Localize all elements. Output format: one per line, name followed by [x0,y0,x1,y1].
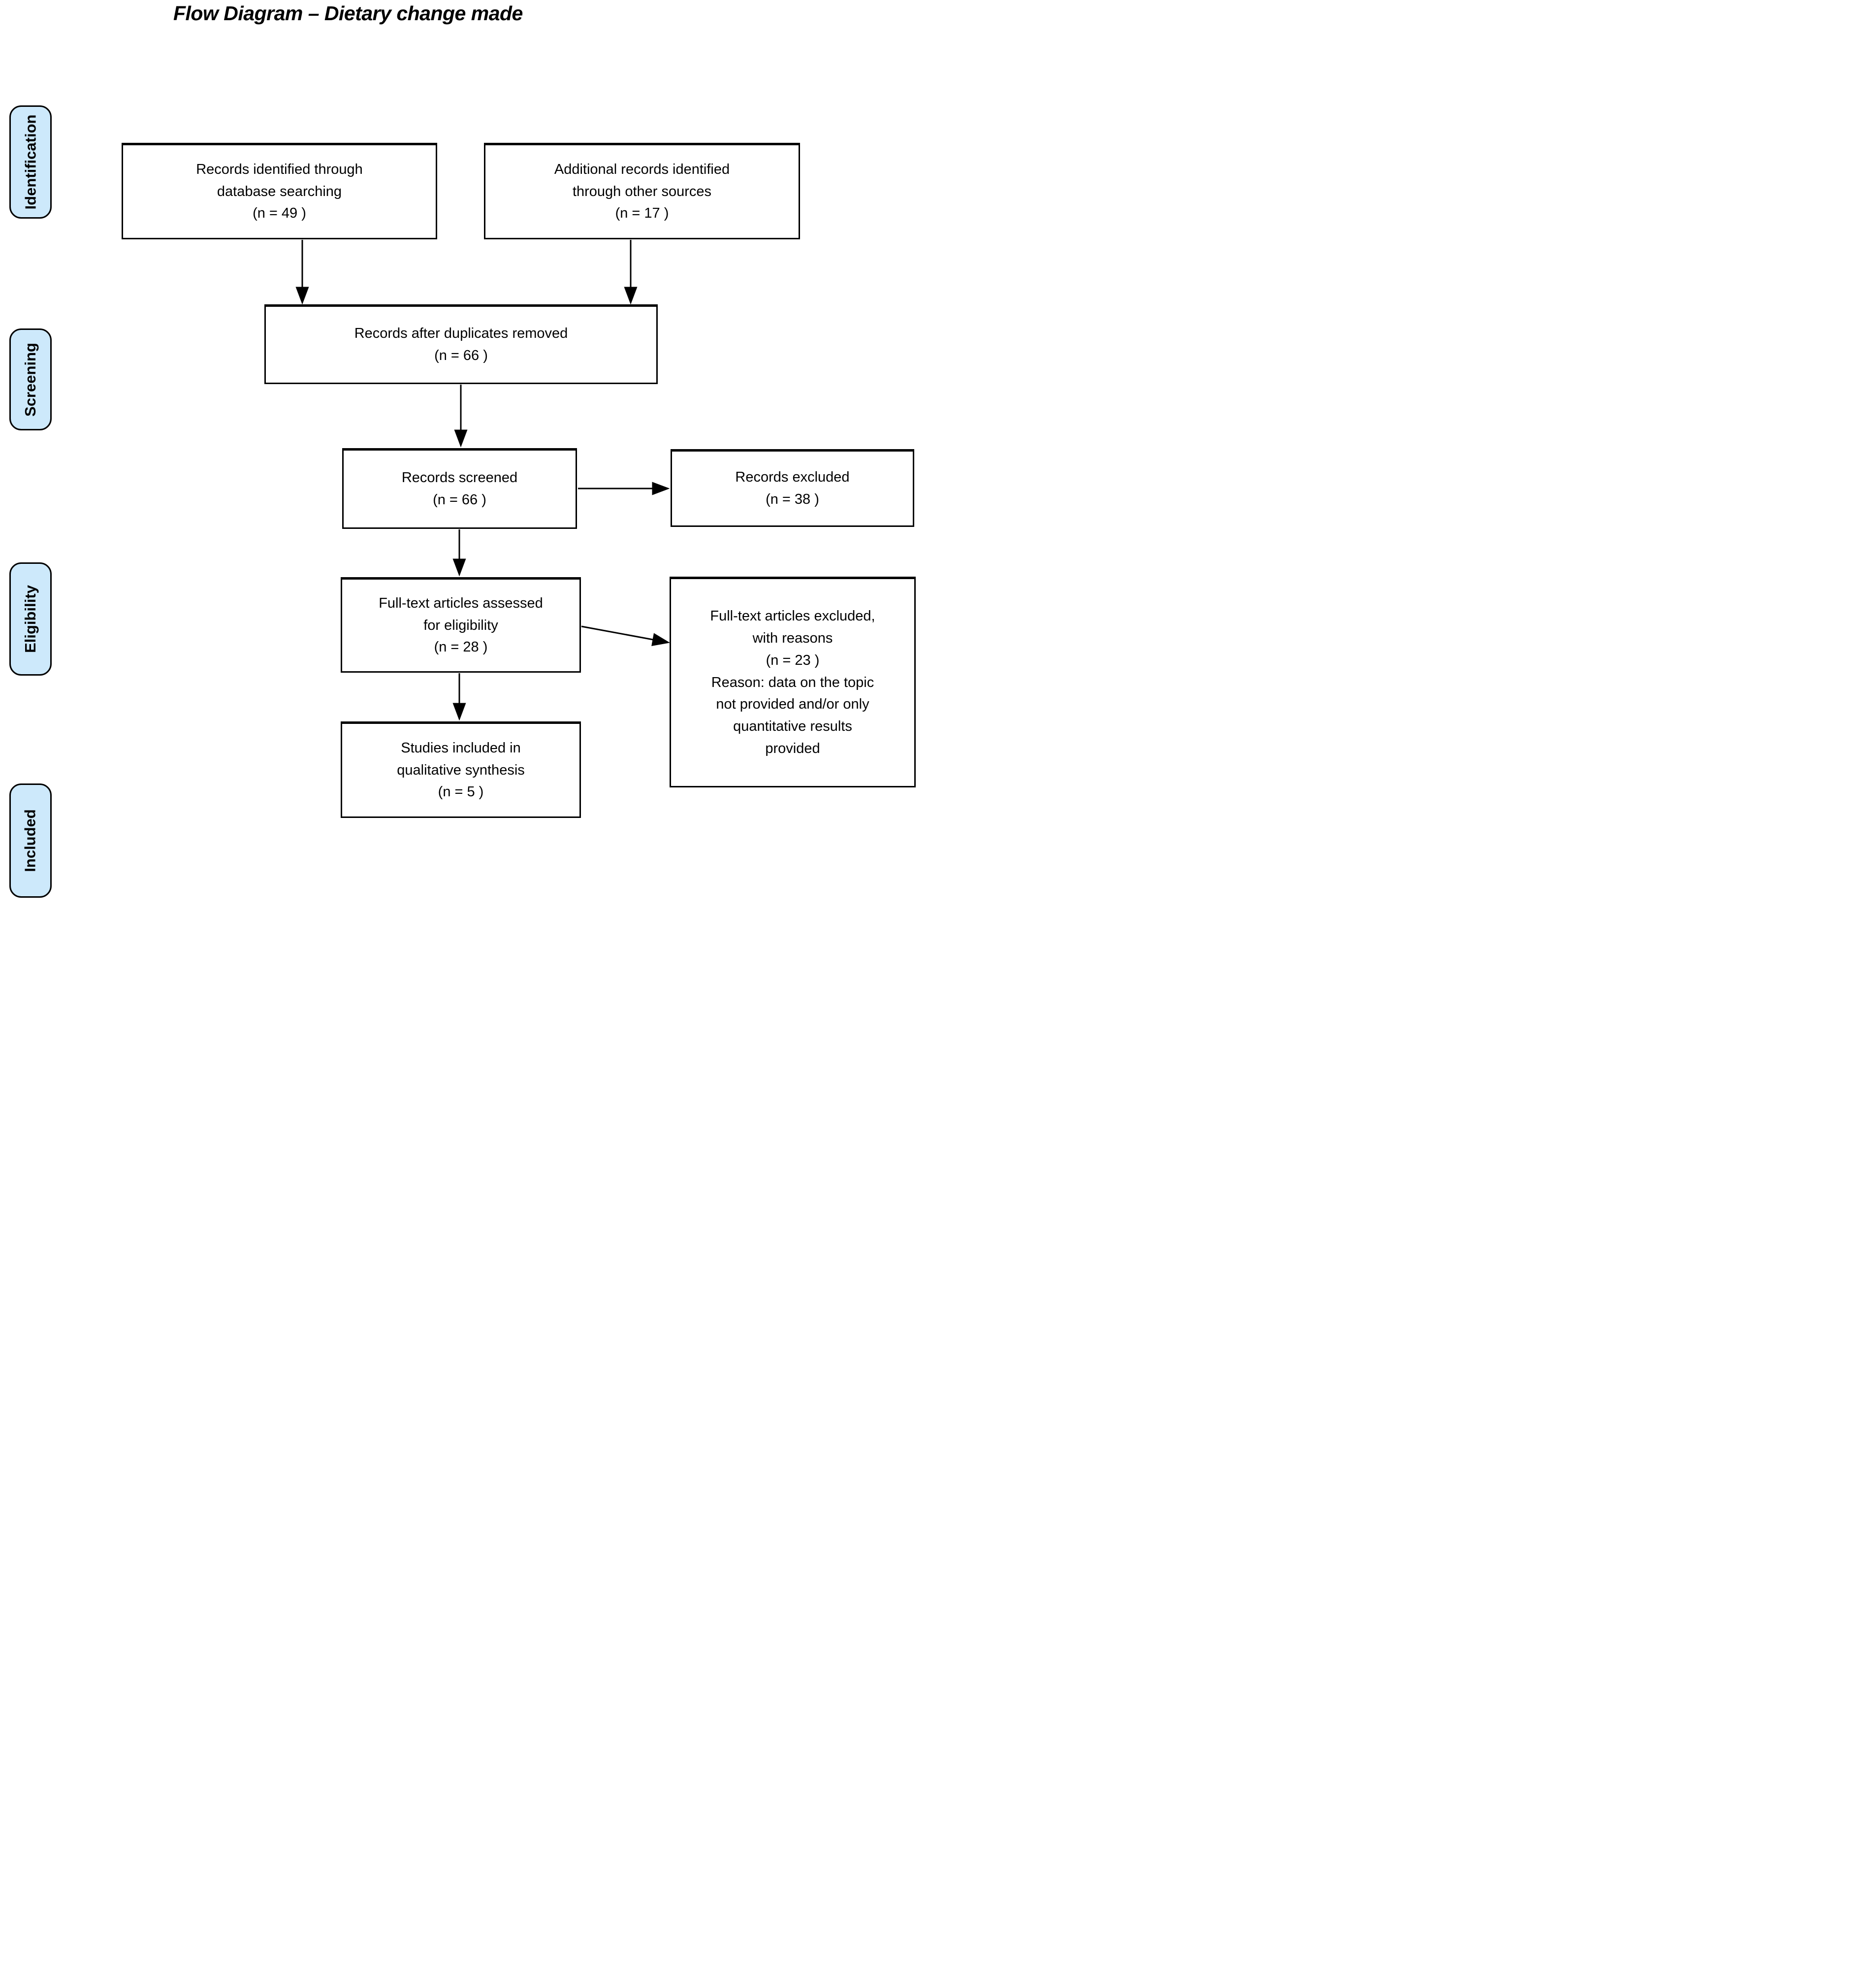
box-records-screened: Records screened (n = 66 ) [342,448,577,529]
stage-included-label: Included [22,809,39,872]
box-fulltext-excluded: Full-text articles excluded, with reason… [670,577,916,787]
stage-identification: Identification [9,105,52,219]
stage-included: Included [9,783,52,898]
box-records-screened-text: Records screened (n = 66 ) [401,470,518,508]
box-duplicates-removed: Records after duplicates removed (n = 66… [264,304,658,384]
prisma-flow-diagram: Flow Diagram – Dietary change made Ident… [0,0,930,994]
box-fulltext-assessed-text: Full-text articles assessed for eligibil… [379,595,543,655]
arrow-fulltext-to-excluded [581,625,670,647]
stage-screening-label: Screening [22,342,39,417]
box-records-identified-text: Records identified through database sear… [196,161,363,222]
box-additional-records: Additional records identified through ot… [484,143,800,239]
stage-eligibility: Eligibility [9,562,52,676]
box-studies-included: Studies included in qualitative synthesi… [341,721,581,818]
box-fulltext-assessed: Full-text articles assessed for eligibil… [341,577,581,673]
page-title: Flow Diagram – Dietary change made [173,2,523,25]
box-duplicates-removed-text: Records after duplicates removed (n = 66… [354,326,568,363]
box-records-identified: Records identified through database sear… [122,143,437,239]
stage-eligibility-label: Eligibility [22,585,39,653]
box-studies-included-text: Studies included in qualitative synthesi… [397,740,525,800]
box-records-excluded: Records excluded (n = 38 ) [671,449,914,527]
stage-screening: Screening [9,328,52,430]
box-fulltext-excluded-text: Full-text articles excluded, with reason… [710,608,875,757]
stage-identification-label: Identification [22,114,39,210]
box-records-excluded-text: Records excluded (n = 38 ) [735,469,850,507]
box-additional-records-text: Additional records identified through ot… [554,161,730,222]
